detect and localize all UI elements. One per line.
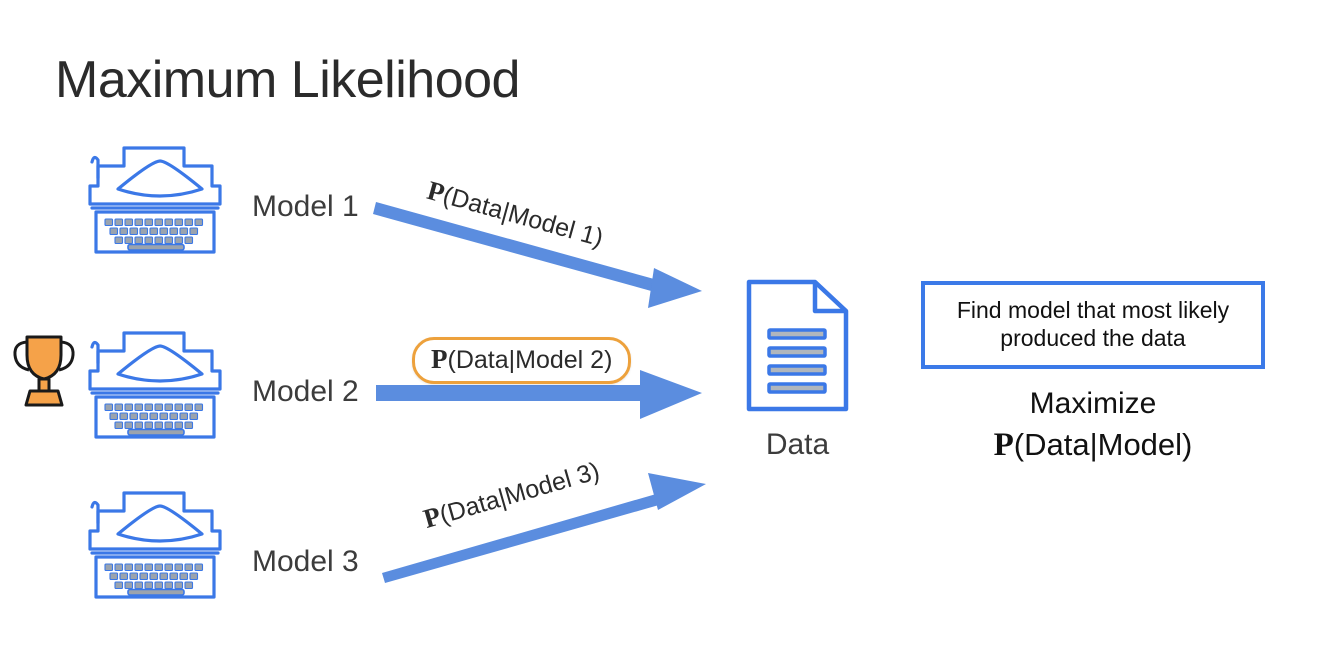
typewriter-icon-model-2 [80, 325, 230, 445]
summary-formula: P(Data|Model) [921, 425, 1265, 466]
probability-label-model-2-highlighted[interactable]: P(Data|Model 2) [412, 337, 632, 384]
summary-p-symbol: P [993, 426, 1014, 463]
typewriter-icon-model-3 [80, 485, 230, 605]
callout-find-model: Find model that most likely produced the… [921, 281, 1265, 370]
model-label-3: Model 3 [252, 545, 359, 578]
trophy-icon [8, 325, 80, 415]
typewriter-icon-model-1 [80, 140, 230, 260]
arrow-model-1-to-data [373, 202, 702, 308]
arrow-model-3-to-data [382, 473, 706, 583]
summary-heading: Maximize [1029, 387, 1157, 420]
probability-p-symbol-2: P [431, 344, 448, 374]
page-title: Maximum Likelihood [55, 51, 520, 109]
probability-expression-2-wrapper: P(Data|Model 2) [431, 344, 613, 374]
document-icon [745, 278, 850, 413]
callout-line-2: produced the data [1000, 325, 1186, 352]
callout-line-1: Find model that most likely [956, 297, 1230, 323]
summary-maximize: Maximize P(Data|Model) [921, 385, 1265, 466]
summary-formula-expression: (Data|Model) [1013, 426, 1193, 462]
probability-expression-2: (Data|Model 2) [447, 346, 613, 374]
model-label-2: Model 2 [252, 375, 359, 408]
model-label-1: Model 1 [252, 190, 359, 223]
arrow-model-2-to-data [376, 370, 702, 419]
data-node-label: Data [765, 428, 830, 461]
